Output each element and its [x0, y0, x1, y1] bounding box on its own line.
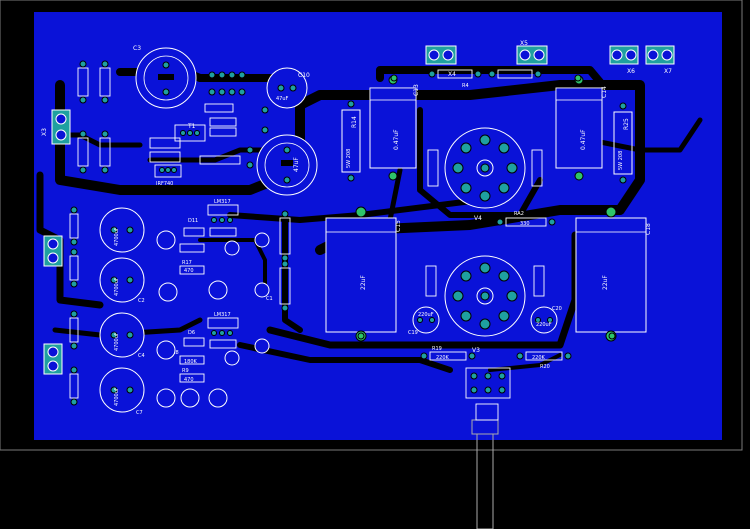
v4-label: V4: [474, 215, 482, 222]
r17-label: R17: [182, 260, 192, 266]
x3-connector: X3: [41, 109, 71, 145]
cap-4700-3: 4700uF C4: [99, 312, 145, 359]
c13-label: C13: [413, 84, 420, 96]
c10-value: 47uF: [276, 96, 289, 102]
c20-label: C20: [552, 306, 562, 312]
c15-value: 22uF: [360, 275, 367, 290]
r9-label: R9: [182, 368, 189, 374]
x5-label: X5: [520, 40, 528, 47]
c15-label: C15: [395, 220, 402, 232]
x5-connector: X5: [516, 40, 548, 65]
r20-label: R20: [540, 364, 550, 370]
r4-label: R4: [462, 83, 469, 89]
r14-value: 5W 208: [346, 149, 352, 168]
r17-value: 470: [184, 268, 194, 274]
x7-connector: X7: [645, 45, 675, 75]
r-x5-resistor: [488, 69, 542, 79]
cap-4700-3-value: 4700uF: [114, 332, 120, 351]
c14-label: C14: [601, 86, 608, 98]
r25-value: 5W 208: [618, 151, 624, 170]
c13-capacitor: C13 0.47uF: [369, 75, 420, 181]
lm317-top-cluster: LM317 D11 R17 470 C1: [156, 199, 273, 302]
c16-value: 22uF: [602, 275, 609, 290]
r4-resistor: R4: [428, 69, 482, 89]
lm317-bottom-cluster: LM317 D6 R8 180K R9 470: [156, 312, 270, 408]
bottom-pot-connector: [465, 367, 511, 421]
r20-resistor: R20 220K: [516, 351, 572, 370]
d6-label: D6: [188, 330, 195, 336]
cap-4700-2-value: 4700uF: [114, 277, 120, 296]
x6-label: X6: [627, 68, 635, 75]
c7-label: C7: [136, 410, 143, 416]
x7-label: X7: [664, 68, 672, 75]
cap-4700-2: 4700uF C2: [99, 257, 145, 304]
c4-label: C4: [138, 353, 145, 359]
v3-label: V3: [472, 347, 480, 354]
c15-capacitor: C15 22uF: [325, 206, 402, 342]
c14-value: 0.47uF: [580, 129, 587, 150]
t1-label: T1: [187, 123, 196, 130]
cap-4700-1-value: 4700uF: [114, 227, 120, 246]
mid-vertical-resistors: [279, 210, 291, 312]
left-connector-bottom: [43, 343, 63, 375]
ra2-resistor: RA2 330: [496, 211, 556, 227]
r20-value: 220K: [532, 355, 546, 361]
mounting-stub-inner: [471, 419, 499, 435]
cap-4700-4: 4700uF C7: [99, 367, 145, 416]
left-connector-top: [43, 235, 63, 267]
c19-capacitor: C19 220uF: [408, 306, 440, 336]
c3-capacitor: C3: [133, 45, 197, 109]
r25-resistor: R25 5W 208: [613, 102, 633, 184]
c2-label: C2: [138, 298, 145, 304]
green-pads: [357, 74, 616, 340]
cap-4700-1: 4700uF: [99, 207, 145, 253]
c14-capacitor: C14 0.47uF: [555, 75, 608, 181]
r9-value: 470: [184, 377, 194, 383]
lm317-bot-label: LM317: [214, 312, 231, 318]
v4-tube-socket: V4: [444, 127, 526, 222]
r8-label: R8: [172, 350, 179, 356]
r14-resistor: R14 5W 208: [341, 100, 361, 182]
d11-label: D11: [188, 218, 198, 224]
c16-label: C18: [645, 223, 652, 235]
c16-capacitor: C18 22uF: [575, 206, 652, 342]
c19-value: 220uF: [418, 312, 434, 318]
regulator-cluster-top: T1 IRF740: [149, 71, 269, 187]
ra2-label: RA2: [514, 211, 524, 217]
diode-bridge-bottom: [69, 206, 79, 406]
r19-label: R19: [432, 346, 442, 352]
ra2-value: 330: [520, 221, 530, 227]
lm317-top-label: LM317: [214, 199, 231, 205]
c13-value: 0.47uF: [393, 129, 400, 150]
c20-value: 220uF: [536, 322, 552, 328]
x3-label: X3: [41, 128, 48, 136]
c10-label: C10: [298, 72, 310, 79]
c9-value: 47uF: [293, 157, 300, 172]
c10-capacitor: C10 47uF: [266, 67, 310, 109]
x4-label: X4: [448, 71, 456, 78]
c1-label: C1: [266, 296, 273, 302]
irf740-label: IRF740: [156, 181, 173, 187]
r19-value: 220K: [436, 355, 450, 361]
r19-resistor: R19 220K: [420, 346, 476, 361]
x4-connector: X4: [425, 45, 457, 78]
r25-label: R25: [623, 118, 630, 130]
x6-connector: X6: [609, 45, 639, 75]
c3-label: C3: [133, 45, 141, 52]
diode-bridge-top: [77, 60, 111, 174]
cap-4700-4-value: 4700uF: [114, 387, 120, 406]
c20-capacitor: C20 220uF: [530, 306, 562, 334]
c9-capacitor: 47uF: [256, 134, 318, 196]
r7-value: 180K: [184, 359, 198, 365]
r14-label: R14: [351, 116, 358, 128]
c19-label: C19: [408, 330, 418, 336]
v3-tube-socket: V3: [444, 255, 526, 354]
